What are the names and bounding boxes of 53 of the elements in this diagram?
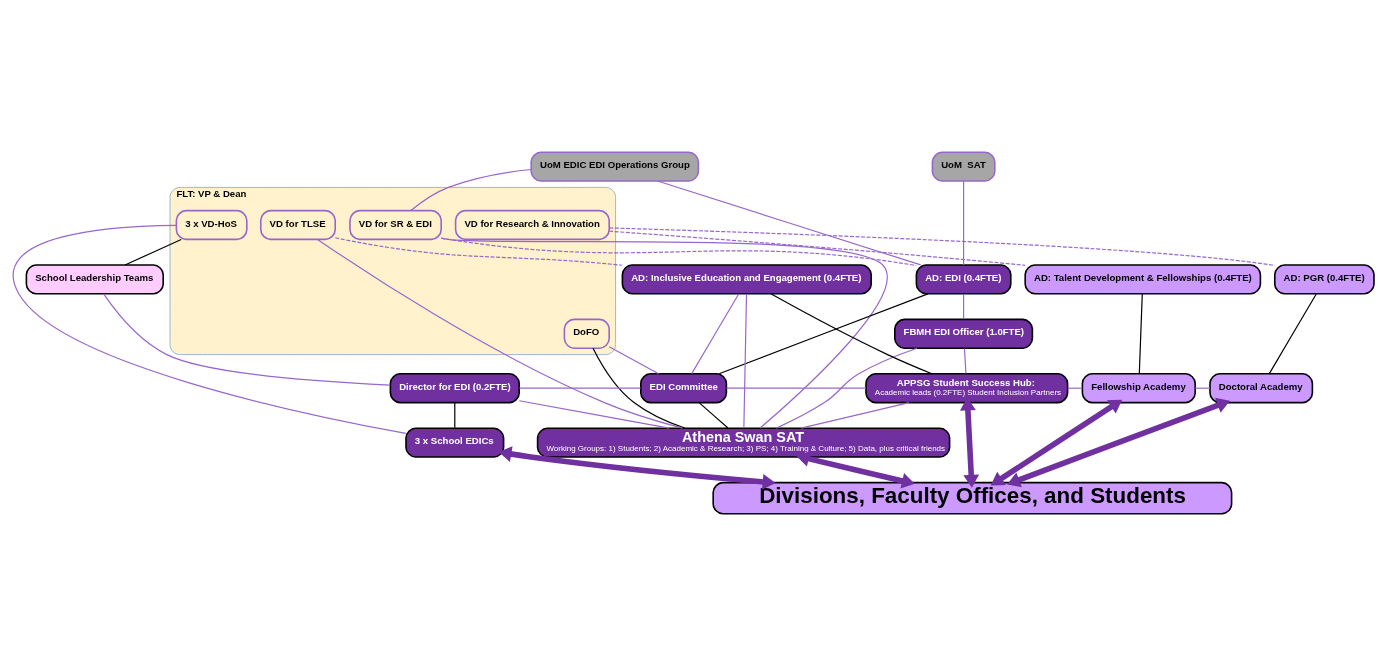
node-box: AD: Talent Development & Fellowships (0.4FTE) [1024, 264, 1262, 295]
node-box: UoM EDIC EDI Operations Group [530, 151, 700, 182]
node-box: Fellowship Academy [1081, 373, 1196, 404]
node-box: School Leadership Teams [25, 264, 164, 295]
connector [608, 346, 660, 375]
connector [691, 293, 740, 375]
arrow [990, 399, 1123, 486]
arrow [796, 451, 915, 489]
connector [698, 402, 729, 429]
connector [608, 230, 1026, 266]
connector [1138, 293, 1143, 375]
node-box: DoFO [563, 318, 610, 349]
node-box: Director for EDI (0.2FTE) [389, 373, 520, 404]
connector [454, 402, 456, 429]
connector [334, 237, 623, 266]
connector [608, 227, 1276, 267]
arrow [498, 446, 776, 490]
node-box: AD: EDI (0.4FTE) [915, 264, 1012, 295]
connector [963, 293, 965, 320]
connector [124, 238, 182, 266]
node-box: AD: Inclusive Education and Engagement (0.4FTE) [621, 264, 872, 295]
node-box: 3 x VD-HoS [175, 209, 248, 241]
connector [775, 347, 918, 429]
node-box: FBMH EDI Officer (1.0FTE) [894, 318, 1034, 349]
connector [963, 180, 965, 266]
arrow [1006, 397, 1230, 488]
connector [1268, 293, 1317, 375]
connector [800, 402, 910, 429]
connector [743, 293, 748, 429]
connector [410, 168, 532, 212]
connector [592, 347, 686, 429]
node-box: Doctoral Academy [1209, 373, 1314, 404]
node-box: APPSG Student Success Hub: Academic leads (0.2FTE) Student Inclusion Partners [865, 373, 1069, 404]
node-box: VD for SR & EDI [349, 209, 442, 241]
node-box: VD for Research & Innovation [454, 209, 610, 241]
connector [518, 387, 642, 389]
node-box: UoM SAT [931, 151, 996, 182]
node-box: AD: PGR (0.4FTE) [1274, 264, 1375, 295]
connector [440, 237, 888, 429]
connector [103, 293, 391, 386]
connector [656, 180, 922, 266]
connector [12, 224, 407, 434]
connector [718, 293, 929, 375]
node-box: 3 x School EDICs [405, 427, 505, 458]
connector [316, 238, 684, 429]
connector [770, 293, 933, 375]
connector [725, 387, 867, 389]
node-box: EDI Committee [640, 373, 728, 404]
node-box: Athena Swan SAT Working Groups: 1) Students; 2) Academic & Research; 3) PS; 4) Training & Culture; 5) Data, plus critical friends [536, 427, 951, 458]
connector [963, 347, 967, 375]
node-box: VD for TLSE [260, 209, 336, 241]
node-box: Divisions, Faculty Offices, and Students [712, 481, 1233, 515]
connector [518, 400, 670, 429]
